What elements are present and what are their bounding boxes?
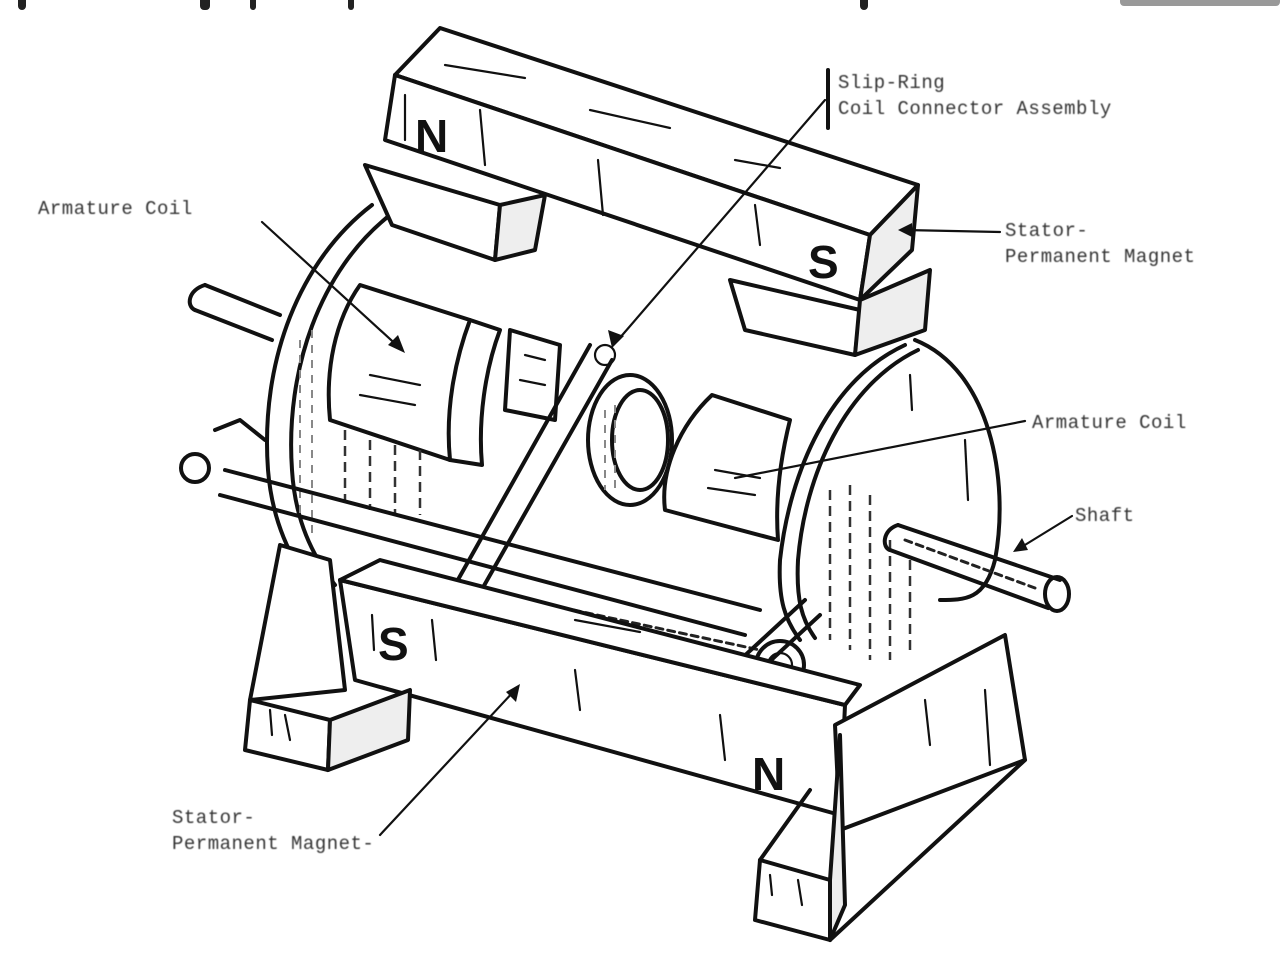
cropped-header-mark: [348, 0, 354, 10]
pole-top-right: S: [808, 236, 839, 288]
label-slip-ring: Slip-Ring Coil Connector Assembly: [838, 70, 1112, 122]
label-stator-bottom-line1: Stator-: [172, 807, 256, 829]
label-slip-ring-line2: Coil Connector Assembly: [838, 98, 1112, 120]
right-support-stand: [753, 633, 1027, 942]
pole-bottom-left: S: [378, 618, 409, 670]
label-slip-ring-line1: Slip-Ring: [838, 72, 946, 94]
pole-top-left: N: [415, 110, 448, 162]
label-stator-top-line2: Permanent Magnet: [1005, 246, 1196, 268]
left-support-stand: [243, 543, 412, 772]
right-end-disc: [777, 338, 1002, 660]
top-stator-magnet: N S: [383, 26, 920, 302]
cropped-header-mark: [250, 0, 256, 10]
right-armature-coil: [662, 393, 792, 542]
label-stator-top-line1: Stator-: [1005, 220, 1089, 242]
right-shaft: [882, 523, 1071, 613]
cropped-header-mark: [200, 0, 210, 10]
leader-lines: [260, 68, 1074, 837]
cropped-header-mark: [18, 0, 26, 10]
left-armature-coil: [326, 283, 502, 515]
label-shaft-text: Shaft: [1075, 505, 1135, 527]
label-armature-coil-left-text: Armature Coil: [38, 198, 193, 220]
pole-bottom-right: N: [752, 748, 785, 800]
label-stator-bottom-line2: Permanent Magnet-: [172, 833, 375, 855]
label-armature-coil-right: Armature Coil: [1032, 410, 1187, 436]
left-end-disc: [265, 203, 392, 592]
cropped-header-mark: [860, 0, 868, 10]
slip-ring-assembly: [503, 328, 674, 507]
left-shaft-stub: [187, 283, 282, 342]
label-armature-coil-left: Armature Coil: [38, 196, 193, 222]
label-stator-magnet-top: Stator- Permanent Magnet: [1005, 218, 1195, 270]
top-pole-shoes: [363, 163, 932, 357]
label-stator-magnet-bottom: Stator- Permanent Magnet-: [172, 805, 374, 857]
label-shaft: Shaft: [1075, 503, 1135, 529]
connector-arm: [453, 343, 614, 600]
label-armature-coil-right-text: Armature Coil: [1032, 412, 1187, 434]
cropped-header-text: [1120, 0, 1280, 6]
